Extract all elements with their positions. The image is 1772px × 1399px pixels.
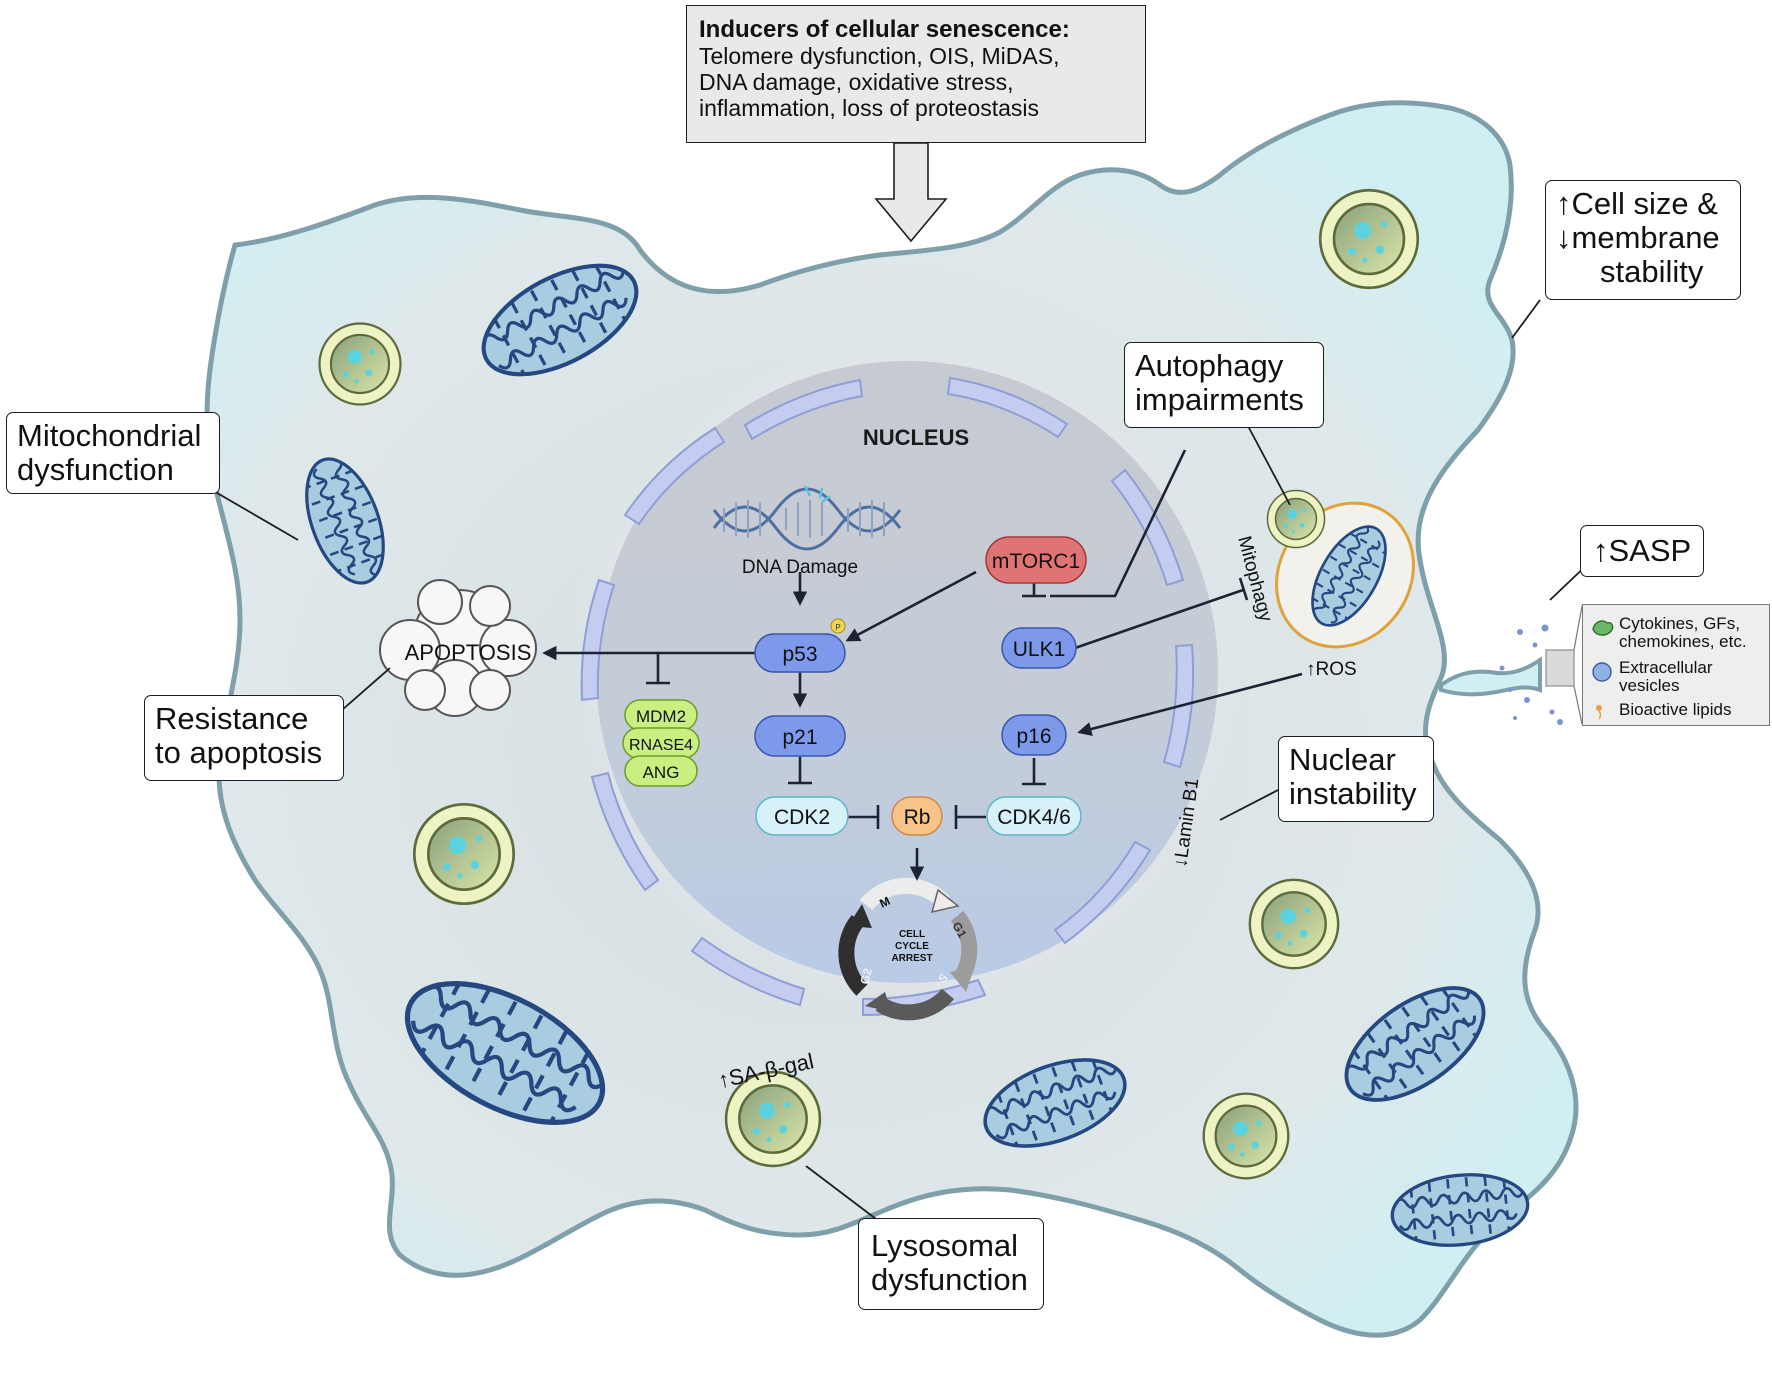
autophagosome (1266, 489, 1415, 649)
node-p53: p53 P (754, 618, 846, 673)
cytokine-icon (1592, 620, 1614, 636)
lysosome-5 (1202, 1092, 1290, 1180)
vesicle-icon (1592, 662, 1612, 682)
apoptosis-resistance-callout: Resistance to apoptosis (144, 695, 344, 781)
cell-cycle-arrest-icon (838, 877, 978, 1021)
dna-damage-label: DNA Damage (742, 557, 858, 578)
lysosome-3 (412, 802, 516, 906)
node-p16: p16 (1001, 714, 1067, 756)
svg-text:CELL: CELL (899, 929, 925, 940)
node-ang: ANG (624, 755, 698, 787)
inducers-title: Inducers of cellular senescence: (699, 16, 1070, 43)
inducers-line-1: Telomere dysfunction, OIS, MiDAS, (699, 43, 1060, 69)
p53-label: p53 (782, 643, 817, 666)
svg-text:G2: G2 (857, 966, 875, 985)
lysosome-1 (318, 322, 402, 406)
node-p21: p21 (754, 715, 846, 757)
node-mtorc1: mTORC1 (985, 536, 1087, 584)
nucleus-title: NUCLEUS (863, 425, 969, 450)
legend-lipids: Bioactive lipids (1591, 701, 1731, 720)
svg-text:CYCLE: CYCLE (895, 941, 929, 952)
autophagy-callout: Autophagy impairments (1124, 342, 1324, 428)
cdk2-label: CDK2 (774, 806, 830, 829)
node-cdk2: CDK2 (755, 796, 849, 836)
apoptosis-label: APOPTOSIS (405, 640, 532, 665)
node-ulk1: ULK1 (1001, 627, 1077, 669)
ulk1-label: ULK1 (1013, 638, 1066, 661)
sasp-legend: Cytokines, GFs, chemokines, etc. Extrace… (1582, 604, 1770, 726)
ros-label: ↑ROS (1306, 659, 1357, 680)
mtorc1-label: mTORC1 (992, 550, 1080, 573)
node-mdm2: MDM2 (624, 699, 698, 731)
inducers-line-3: inflammation, loss of proteostasis (699, 95, 1040, 121)
node-rnase4: RNASE4 (622, 727, 700, 759)
node-cdk46: CDK4/6 (986, 796, 1082, 836)
node-rb: Rb (891, 796, 943, 836)
legend-cytokines: Cytokines, GFs, chemokines, etc. (1591, 615, 1747, 651)
sasp-callout: ↑SASP (1580, 525, 1704, 577)
apoptotic-body-icon (379, 579, 537, 717)
sasp-protrusion (1439, 656, 1542, 697)
pathway-arrows (542, 449, 1303, 881)
inducers-box: Inducers of cellular senescence: Telomer… (686, 5, 1146, 143)
secreted-particles (1499, 624, 1563, 725)
nuclear-instability-callout: Nuclear instability (1278, 736, 1434, 822)
lysosome-4 (1248, 878, 1340, 970)
rb-label: Rb (904, 806, 931, 829)
lysosome-2 (1318, 188, 1420, 290)
p16-label: p16 (1016, 725, 1051, 748)
mitochondrial-callout: Mitochondrial dysfunction (6, 412, 220, 494)
mdm2-label: MDM2 (636, 707, 686, 726)
rnase4-label: RNASE4 (629, 737, 693, 754)
cdk46-label: CDK4/6 (997, 806, 1071, 829)
inducers-line-2: DNA damage, oxidative stress, (699, 69, 1014, 95)
ang-label: ANG (643, 763, 680, 782)
lipid-icon (1596, 705, 1602, 720)
inducer-arrow (874, 142, 948, 243)
callout-leaders (211, 299, 1593, 1223)
lysosomal-callout: Lysosomal dysfunction (858, 1218, 1044, 1310)
legend-vesicles: Extracellular vesicles (1591, 659, 1713, 695)
cell-size-callout: ↑Cell size & ↓membrane stability (1545, 180, 1741, 300)
dna-helix-icon (712, 485, 902, 551)
svg-text:ARREST: ARREST (891, 953, 932, 964)
phospho-label: P (835, 623, 840, 632)
sasp-zoom-box (1545, 649, 1575, 687)
p21-label: p21 (782, 726, 817, 749)
